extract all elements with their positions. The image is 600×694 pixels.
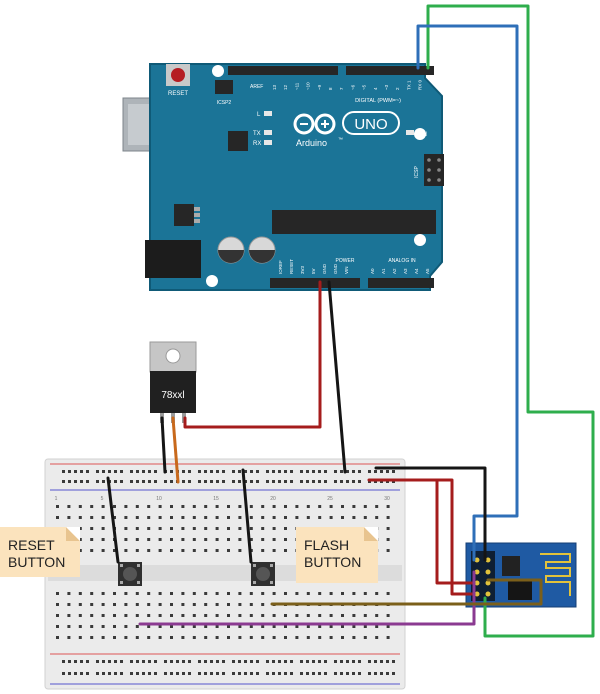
flash-button-note: FLASH BUTTON	[296, 527, 378, 583]
power-pin-label: 5V	[311, 268, 316, 274]
breadboard-number: 30	[384, 496, 390, 502]
wire-green	[426, 4, 595, 638]
icsp-label: ICSP	[414, 166, 420, 178]
digital-pin-label: 4	[373, 87, 378, 90]
digital-pin-label: 8	[328, 87, 333, 90]
reset-button-note: RESET BUTTON	[0, 527, 80, 577]
power-pin-label: RESET	[289, 259, 294, 274]
reset-note-line2: BUTTON	[8, 554, 66, 570]
esp8266-module	[465, 542, 577, 608]
digital-pin-label: ~5	[362, 84, 367, 90]
breadboard-number: 20	[270, 496, 276, 502]
analog-label: ANALOG IN	[388, 258, 416, 264]
wire-purple	[138, 570, 476, 626]
analog-pin-label: A1	[381, 268, 386, 274]
tx-led-label: TX	[253, 131, 261, 137]
breadboard-number: 15	[213, 496, 219, 502]
power-pin-label: 3V3	[300, 265, 305, 274]
wire-blue	[416, 24, 519, 562]
wire-red-5v	[183, 280, 322, 429]
analog-pin-label: A5	[425, 268, 430, 274]
wire-red-esp1	[367, 478, 476, 596]
wire-flash-button	[241, 468, 253, 564]
board-model: UNO	[354, 116, 387, 133]
digital-pin-label: ~3	[384, 84, 389, 90]
analog-pin-label: A2	[392, 268, 397, 274]
wire-brown	[270, 578, 543, 606]
board-brand: Arduino	[296, 138, 327, 148]
digital-pin-label: TX 1	[406, 80, 411, 90]
reset-pushbutton	[118, 562, 142, 586]
l-led-label: L	[257, 112, 261, 118]
digital-pin-label: RX 0	[418, 79, 423, 90]
voltage-regulator: 78xxl	[149, 341, 197, 423]
digital-pin-label: ~6	[350, 84, 355, 90]
wire-regulator-gnd	[160, 416, 167, 474]
wire-black-gnd	[327, 280, 347, 474]
analog-pin-labels: A0 A1 A2 A3 A4 A5	[370, 268, 430, 274]
board-trademark: ™	[338, 137, 343, 143]
power-pin-label: GND	[322, 263, 327, 274]
breadboard-number: 1	[55, 496, 58, 502]
reset-label: RESET	[168, 91, 188, 97]
wire-black-esp	[374, 466, 487, 562]
digital-pin-label: 2	[395, 87, 400, 90]
digital-pin-label: ~10	[306, 82, 311, 90]
power-pin-label: IOREF	[278, 260, 283, 274]
flash-pushbutton	[251, 562, 275, 586]
regulator-label: 78xxl	[161, 390, 184, 401]
digital-pin-label: 12	[283, 84, 288, 90]
flash-note-line2: BUTTON	[304, 554, 362, 570]
flash-note-line1: FLASH	[304, 537, 350, 553]
digital-pin-label: 13	[272, 84, 277, 90]
icsp2-label: ICSP2	[217, 100, 232, 106]
wire-reset-button	[106, 476, 120, 564]
breadboard-number: 5	[101, 496, 104, 502]
wires	[106, 4, 595, 638]
digital-label: DIGITAL (PWM=~)	[355, 98, 401, 104]
power-pin-label: GND	[333, 263, 338, 274]
arduino-logo	[293, 111, 400, 135]
wire-regulator-out	[171, 416, 180, 484]
digital-pin-label: ~11	[294, 82, 299, 90]
power-pin-labels: IOREF RESET 3V3 5V GND GND VIN	[278, 259, 349, 274]
analog-pin-label: A4	[414, 268, 419, 274]
power-pin-label: VIN	[344, 266, 349, 274]
rx-led-label: RX	[253, 141, 261, 147]
digital-pin-label: ~9	[317, 84, 322, 90]
arduino-uno-board: RESET 13 12 ~11 ~10 ~9 8 7 ~6 ~5 4 ~3 2 TX 1 RX 0 DIG…	[122, 63, 444, 291]
reset-note-line1: RESET	[8, 537, 55, 553]
wire-red-esp2	[435, 478, 476, 585]
breadboard-number: 25	[327, 496, 333, 502]
analog-pin-label: A3	[403, 268, 408, 274]
on-led-label: ON	[418, 132, 427, 138]
digital-pin-label: 7	[339, 87, 344, 90]
analog-pin-label: A0	[370, 268, 375, 274]
digital-pin-labels: 13 12 ~11 ~10 ~9 8 7 ~6 ~5 4 ~3 2 TX 1 RX 0	[272, 79, 423, 90]
power-label: POWER	[336, 258, 355, 264]
breadboard-number: 10	[156, 496, 162, 502]
aref-label: AREF	[250, 84, 263, 90]
